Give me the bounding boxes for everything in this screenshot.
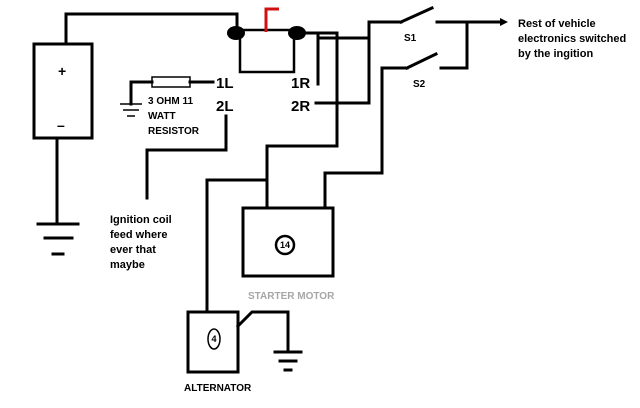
alternator-ground-wire — [235, 310, 290, 354]
relay-to-switch-wire — [295, 31, 371, 105]
resistor-label-line1: 3 OHM 11 — [148, 96, 193, 107]
relay-block — [227, 7, 306, 74]
starter-motor-body — [241, 206, 335, 278]
battery: + – — [32, 42, 94, 140]
starter-to-alternator-wire — [205, 178, 269, 314]
starter-motor-label: STARTER MOTOR — [248, 291, 335, 302]
relay-body — [238, 28, 296, 74]
relay-left-terminal — [227, 26, 245, 40]
switch-s2: S2 — [380, 51, 469, 90]
alternator-body — [186, 310, 240, 374]
battery-ground-symbol — [36, 222, 80, 256]
resistor-body — [151, 76, 191, 88]
ignition-note: Ignition coil feed where ever that maybe — [110, 214, 172, 271]
ignition-coil-feed-wire — [145, 114, 228, 200]
ignition-note-line3: ever that — [110, 244, 156, 256]
relay-to-starter-wire — [265, 31, 339, 210]
starter-motor: 14 STARTER MOTOR — [241, 206, 335, 302]
terminal-2l-label: 2L — [216, 98, 234, 115]
resistor-label-line2: WATT — [148, 111, 176, 122]
starter-motor-id-circle — [274, 234, 296, 256]
battery-minus-label: – — [57, 117, 65, 133]
vehicle-note-line3: by the ingition — [518, 48, 593, 60]
switch-s2-to-starter-wire — [323, 66, 384, 210]
vehicle-note-line1: Rest of vehicle — [518, 18, 596, 30]
switch-s2-label: S2 — [413, 79, 426, 90]
starter-motor-number: 14 — [280, 240, 290, 250]
battery-body — [32, 42, 94, 140]
alternator: 4 ALTERNATOR — [184, 310, 252, 394]
relay-flag — [264, 7, 279, 32]
vehicle-feed-arrow — [500, 18, 508, 26]
alternator-label: ALTERNATOR — [184, 383, 252, 394]
vehicle-note-line2: electronics switched — [518, 33, 626, 45]
alternator-number: 4 — [211, 334, 216, 344]
terminal-2r-label: 2R — [291, 98, 310, 115]
alternator-ground-symbol — [273, 350, 303, 372]
resistor-label-line3: RESISTOR — [148, 126, 200, 137]
ignition-note-line2: feed where — [110, 229, 167, 241]
ignition-note-line1: Ignition coil — [110, 214, 172, 226]
switch-s1: S1 — [367, 6, 469, 44]
alternator-id-ellipse — [207, 328, 221, 350]
battery-plus-label: + — [58, 63, 66, 79]
terminal-1r-label: 1R — [291, 75, 310, 92]
ignition-note-line4: maybe — [110, 259, 145, 271]
resistor — [120, 76, 215, 117]
battery-positive-wire — [64, 12, 239, 46]
terminal-1l-label: 1L — [216, 75, 234, 92]
switch-s1-label: S1 — [404, 33, 417, 44]
vehicle-note: Rest of vehicle electronics switched by … — [518, 18, 626, 60]
